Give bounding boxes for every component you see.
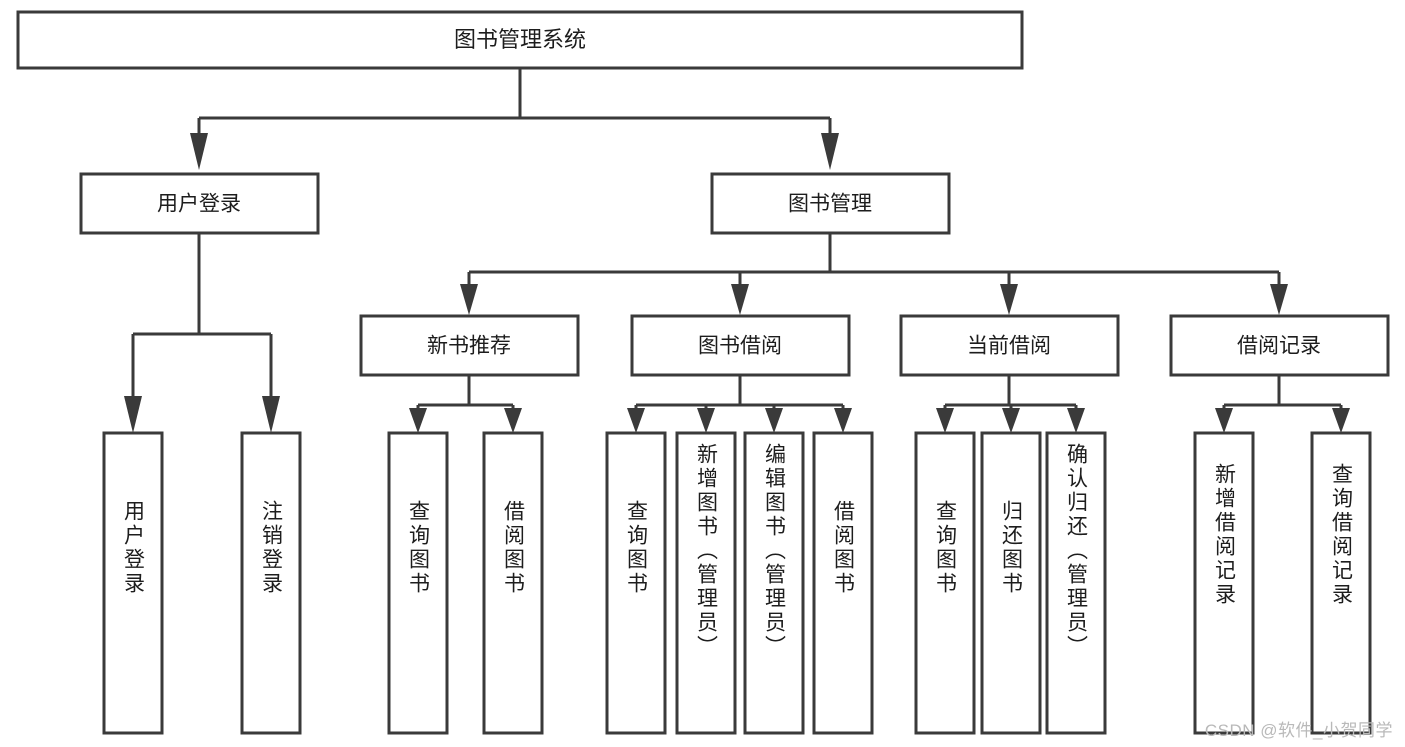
node-box-leaf-7[interactable] bbox=[743, 431, 805, 735]
node-label: 用户登录 bbox=[157, 193, 241, 216]
node-box-leaf-12[interactable] bbox=[1193, 431, 1255, 735]
node-label: 新书推荐 bbox=[427, 335, 511, 358]
node-box-leaf-6[interactable] bbox=[675, 431, 737, 735]
node-root[interactable]: 图书管理系统 bbox=[16, 10, 1024, 70]
arrow-head-icon bbox=[697, 408, 715, 433]
arrow-head-icon bbox=[1270, 284, 1288, 315]
arrow-head-icon bbox=[1067, 408, 1085, 433]
arrow-head-icon bbox=[834, 408, 852, 433]
node-box-leaf-5[interactable] bbox=[605, 431, 667, 735]
node-box[interactable] bbox=[79, 172, 320, 235]
node-box[interactable] bbox=[710, 172, 951, 235]
connector-login-to-leaves bbox=[124, 233, 280, 433]
node-box-leaf-9[interactable] bbox=[914, 431, 976, 735]
node-box-leaf-2[interactable] bbox=[240, 431, 302, 735]
node-box-leaf-1[interactable] bbox=[102, 431, 164, 735]
node-login[interactable]: 用户登录 bbox=[79, 172, 320, 235]
node-newrec[interactable]: 新书推荐 bbox=[359, 314, 580, 377]
node-box[interactable] bbox=[630, 314, 851, 377]
arrow-head-icon bbox=[731, 284, 749, 315]
node-box[interactable] bbox=[899, 314, 1120, 377]
arrow-head-icon bbox=[936, 408, 954, 433]
arrow-head-icon bbox=[409, 408, 427, 433]
connector-current-to-leaves bbox=[936, 375, 1085, 433]
node-box-leaf-4[interactable] bbox=[482, 431, 544, 735]
node-label: 借阅记录 bbox=[1237, 335, 1321, 358]
node-box-leaf-11[interactable] bbox=[1045, 431, 1107, 735]
arrow-head-icon bbox=[1002, 408, 1020, 433]
node-bookmgmt[interactable]: 图书管理 bbox=[710, 172, 951, 235]
node-box-leaf-13[interactable] bbox=[1310, 431, 1372, 735]
arrow-head-icon bbox=[1215, 408, 1233, 433]
node-box[interactable] bbox=[16, 10, 1024, 70]
node-label: 图书管理 bbox=[788, 193, 872, 216]
arrow-head-icon bbox=[821, 133, 839, 170]
node-label: 图书借阅 bbox=[698, 335, 782, 358]
arrow-head-icon bbox=[124, 396, 142, 433]
connector-bookmgmt-to-level2 bbox=[460, 233, 1288, 315]
connector-root-to-level1 bbox=[190, 68, 839, 170]
arrow-head-icon bbox=[190, 133, 208, 170]
node-label: 当前借阅 bbox=[967, 335, 1051, 358]
arrow-head-icon bbox=[627, 408, 645, 433]
node-label: 图书管理系统 bbox=[454, 27, 586, 52]
connector-borrow-to-leaves bbox=[627, 375, 852, 433]
arrow-head-icon bbox=[460, 284, 478, 315]
arrow-head-icon bbox=[262, 396, 280, 433]
node-box[interactable] bbox=[1169, 314, 1390, 377]
node-box[interactable] bbox=[359, 314, 580, 377]
node-records[interactable]: 借阅记录 bbox=[1169, 314, 1390, 377]
connector-newrec-to-leaves bbox=[409, 375, 522, 433]
connector-records-to-leaves bbox=[1215, 375, 1350, 433]
node-current[interactable]: 当前借阅 bbox=[899, 314, 1120, 377]
node-box-leaf-3[interactable] bbox=[387, 431, 449, 735]
arrow-head-icon bbox=[765, 408, 783, 433]
node-box-leaf-10[interactable] bbox=[980, 431, 1042, 735]
node-box-leaf-8[interactable] bbox=[812, 431, 874, 735]
arrow-head-icon bbox=[1332, 408, 1350, 433]
arrow-head-icon bbox=[504, 408, 522, 433]
node-borrow[interactable]: 图书借阅 bbox=[630, 314, 851, 377]
arrow-head-icon bbox=[1000, 284, 1018, 315]
watermark-label: CSDN @软件_小贺同学 bbox=[1204, 721, 1393, 740]
